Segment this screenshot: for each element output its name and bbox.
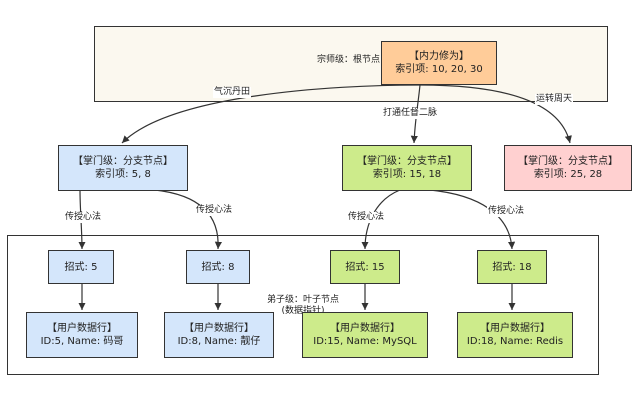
data-row-title: 【用户数据行】 <box>47 323 117 334</box>
branch-node-keys: 索引项: 25, 28 <box>533 169 603 180</box>
edge-label-branch-left-1: 传授心法 <box>64 212 103 223</box>
move-node-8: 招式: 8 <box>186 250 250 284</box>
data-row-detail: ID:8, Name: 靓仔 <box>177 336 261 347</box>
edge-label-branch-mid-1: 传授心法 <box>347 212 386 223</box>
move-node-label: 招式: 5 <box>64 261 98 273</box>
edge-label-root-left: 气沉丹田 <box>213 87 252 98</box>
data-row-title: 【用户数据行】 <box>480 323 550 334</box>
move-node-label: 招式: 18 <box>492 261 532 273</box>
data-row-15: 【用户数据行】 ID:15, Name: MySQL <box>302 312 428 358</box>
branch-node-title: 【掌门级：分支节点】 <box>357 156 457 167</box>
move-node-label: 招式: 8 <box>201 261 235 273</box>
branch-node-title: 【掌门级：分支节点】 <box>518 156 618 167</box>
data-row-5: 【用户数据行】 ID:5, Name: 码哥 <box>26 312 138 358</box>
data-row-title: 【用户数据行】 <box>184 323 254 334</box>
root-node: 【内力修为】 索引项: 10, 20, 30 <box>381 41 497 85</box>
edge-branch-mid-to-move-18 <box>429 189 516 250</box>
branch-node-mid: 【掌门级：分支节点】 索引项: 15, 18 <box>342 145 472 191</box>
move-node-15: 招式: 15 <box>330 250 400 284</box>
move-node-label: 招式: 15 <box>345 261 385 273</box>
data-row-detail: ID:18, Name: Redis <box>466 336 564 347</box>
edge-label-branch-mid-2: 传授心法 <box>487 206 526 217</box>
branch-node-title: 【掌门级：分支节点】 <box>73 156 173 167</box>
root-node-title: 【内力修为】 <box>409 51 469 62</box>
root-node-keys: 索引项: 10, 20, 30 <box>395 64 483 75</box>
root-level-label: 宗师级：根节点 <box>316 55 382 66</box>
edge-label-root-mid: 打通任督二脉 <box>382 108 439 119</box>
edge-label-branch-left-2: 传授心法 <box>195 205 234 216</box>
edge-label-root-right: 运转周天 <box>535 94 574 105</box>
data-row-detail: ID:15, Name: MySQL <box>313 336 417 347</box>
move-node-5: 招式: 5 <box>48 250 114 284</box>
data-row-detail: ID:5, Name: 码哥 <box>40 336 124 347</box>
leaf-level-label: 弟子级：叶子节点 (数据指针) <box>267 295 340 316</box>
move-node-18: 招式: 18 <box>477 250 547 284</box>
branch-node-right: 【掌门级：分支节点】 索引项: 25, 28 <box>504 145 632 191</box>
data-row-8: 【用户数据行】 ID:8, Name: 靓仔 <box>164 312 274 358</box>
branch-node-keys: 索引项: 5, 8 <box>95 169 151 180</box>
edge-root-to-branch-right <box>419 84 572 144</box>
branch-node-left: 【掌门级：分支节点】 索引项: 5, 8 <box>58 145 188 191</box>
data-row-18: 【用户数据行】 ID:18, Name: Redis <box>457 312 573 358</box>
data-row-title: 【用户数据行】 <box>330 323 400 334</box>
edge-branch-left-to-move-8 <box>154 189 223 250</box>
branch-node-keys: 索引项: 15, 18 <box>372 169 442 180</box>
edge-root-to-branch-left <box>121 84 421 144</box>
